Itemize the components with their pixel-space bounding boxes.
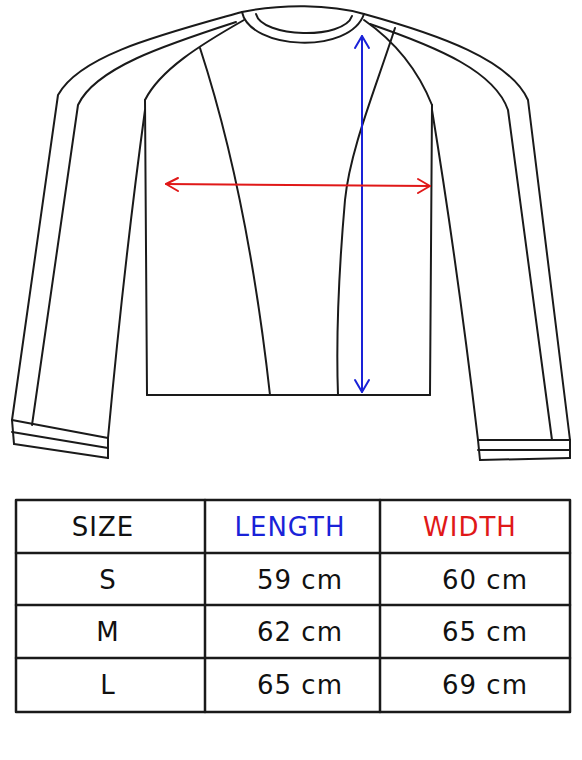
table-cell: M [96,617,119,647]
table-cell: 62 cm [257,617,343,647]
table-header: WIDTH [423,512,517,542]
table-cell: 65 cm [442,617,528,647]
table-cell: 60 cm [442,565,528,595]
table-cell: 65 cm [257,670,343,700]
table-cell: L [100,670,116,700]
table-cell: S [99,565,117,595]
table-header: SIZE [72,512,134,542]
table-cell: 69 cm [442,670,528,700]
table-cell: 59 cm [257,565,343,595]
table-header: LENGTH [234,512,345,542]
